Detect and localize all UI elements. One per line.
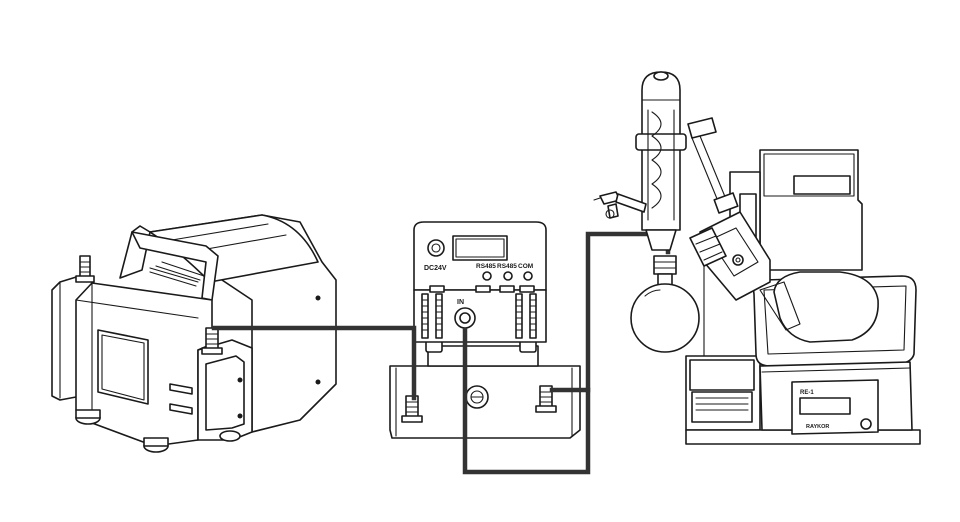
vacuum-pump: [51, 214, 337, 453]
power-label: DC24V: [424, 265, 447, 272]
hose-pump-to-controller: [211, 325, 417, 401]
rotary-evaporator: RE-1 RAYKOR: [593, 71, 921, 445]
brand-label: RAYKOR: [806, 424, 829, 430]
port-rs485-b-label: RS485: [497, 263, 517, 270]
bath-model-label: RE-1: [800, 390, 814, 396]
port-com-label: COM: [518, 263, 533, 270]
vacuum-controller: DC24V RS485 RS485 COM IN: [389, 221, 581, 439]
port-rs485-a-label: RS485: [476, 263, 496, 270]
hose-controller-inlet-loop: [462, 327, 591, 475]
inlet-label: IN: [457, 299, 464, 306]
